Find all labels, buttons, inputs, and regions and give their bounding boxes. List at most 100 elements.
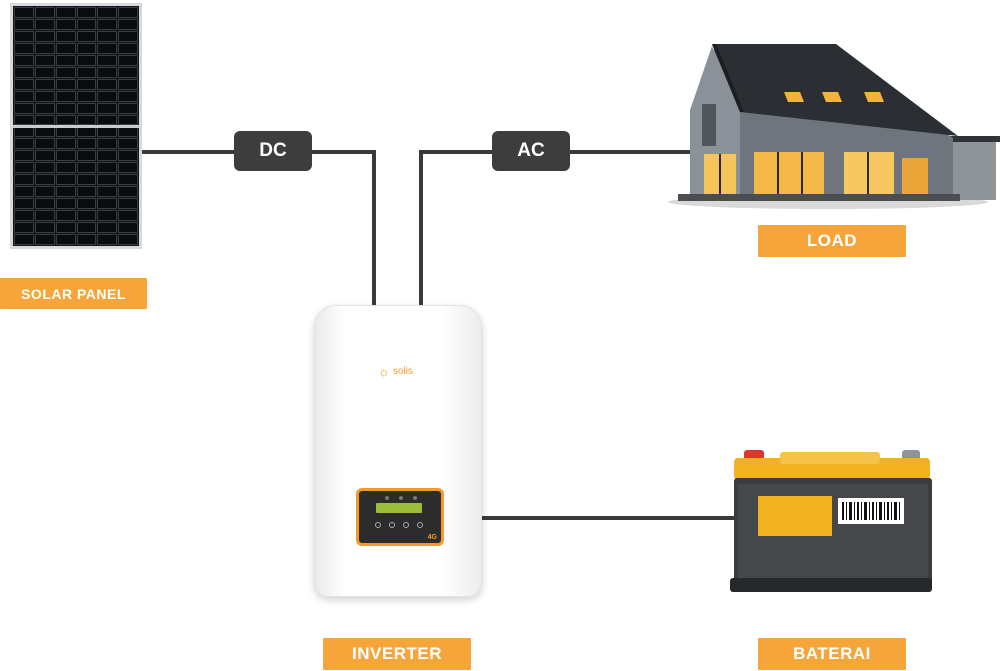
solar-cell [118,222,138,234]
solar-cell [76,186,97,198]
lid-ridge [780,452,880,464]
solar-cell [55,222,76,234]
solar-cell [97,66,118,78]
solar-cell [55,90,76,102]
solar-cell [118,54,138,66]
solar-cell [118,138,138,150]
solar-cell [76,210,97,222]
solar-cell [118,30,138,42]
solar-cell [14,126,34,138]
inverter-logo: ☼ solis [378,365,413,378]
garage-wall [948,136,996,200]
solar-cell [55,126,76,138]
solar-cell [34,222,55,234]
solar-cell [14,30,34,42]
solar-cell [76,198,97,210]
solar-cell [34,138,55,150]
solar-cell [76,18,97,30]
solar-cell [76,42,97,54]
solar-cell [97,186,118,198]
solar-cell [76,66,97,78]
battery-base [730,578,932,592]
panel-divider [13,125,139,128]
battery-sticker [758,496,832,536]
solar-cell [55,102,76,114]
solar-cell [34,174,55,186]
solar-cell [76,150,97,162]
solar-cell [97,90,118,102]
solar-cell [97,126,118,138]
solar-cell [55,198,76,210]
solar-cell [97,234,118,245]
solar-cell [97,54,118,66]
solar-cell [118,198,138,210]
solar-cell [55,7,76,18]
solar-cell [34,7,55,18]
solar-cell [55,162,76,174]
house-image [668,44,1000,209]
inverter-label: INVERTER [323,638,471,670]
solar-cell [14,102,34,114]
solar-cell [97,18,118,30]
solar-panel-label: SOLAR PANEL [0,278,147,309]
solar-cell [14,234,34,245]
solar-cell [97,222,118,234]
solar-cell [34,150,55,162]
solar-cell [55,30,76,42]
indicator-light [385,496,389,500]
solar-cell [76,54,97,66]
solar-cell [34,162,55,174]
solar-cell [34,66,55,78]
roof-edge [712,44,744,112]
solar-cell [14,150,34,162]
solar-cell [55,42,76,54]
solar-cell [76,222,97,234]
inverter-button [375,522,381,528]
solar-cell [34,126,55,138]
solar-cell [76,7,97,18]
solar-cell [97,198,118,210]
solar-cell [76,138,97,150]
skylight [784,92,804,102]
solar-cell [34,186,55,198]
battery-label: BATERAI [758,638,906,670]
solar-cell [118,66,138,78]
terrace [678,194,960,201]
solar-cell [14,222,34,234]
indicator-light [413,496,417,500]
solar-cell [34,54,55,66]
solar-cell [34,30,55,42]
solar-cell [55,234,76,245]
solar-cell [14,174,34,186]
skylight [822,92,842,102]
solar-cell [76,90,97,102]
solar-cell [55,54,76,66]
solar-cell [118,234,138,245]
solar-cell [14,54,34,66]
solar-cell [76,114,97,126]
solar-cell [97,174,118,186]
inverter-button [389,522,395,528]
indicator-light [399,496,403,500]
garage-roof [938,136,1000,142]
solar-cell [97,42,118,54]
solar-cell [118,210,138,222]
solar-cell [76,102,97,114]
solar-cell [97,162,118,174]
solar-cell [76,126,97,138]
solar-cell [34,90,55,102]
solar-cell [97,150,118,162]
inverter-button [403,522,409,528]
solar-cell [55,174,76,186]
solar-cell [34,210,55,222]
window-lit [902,158,928,194]
solar-cell [14,210,34,222]
battery-image [730,450,932,592]
solar-cell [76,234,97,245]
solar-cell [14,90,34,102]
solar-cell [118,102,138,114]
load-label: LOAD [758,225,906,257]
solar-cell [34,198,55,210]
solar-panel-image [10,3,142,249]
solar-cell [76,162,97,174]
